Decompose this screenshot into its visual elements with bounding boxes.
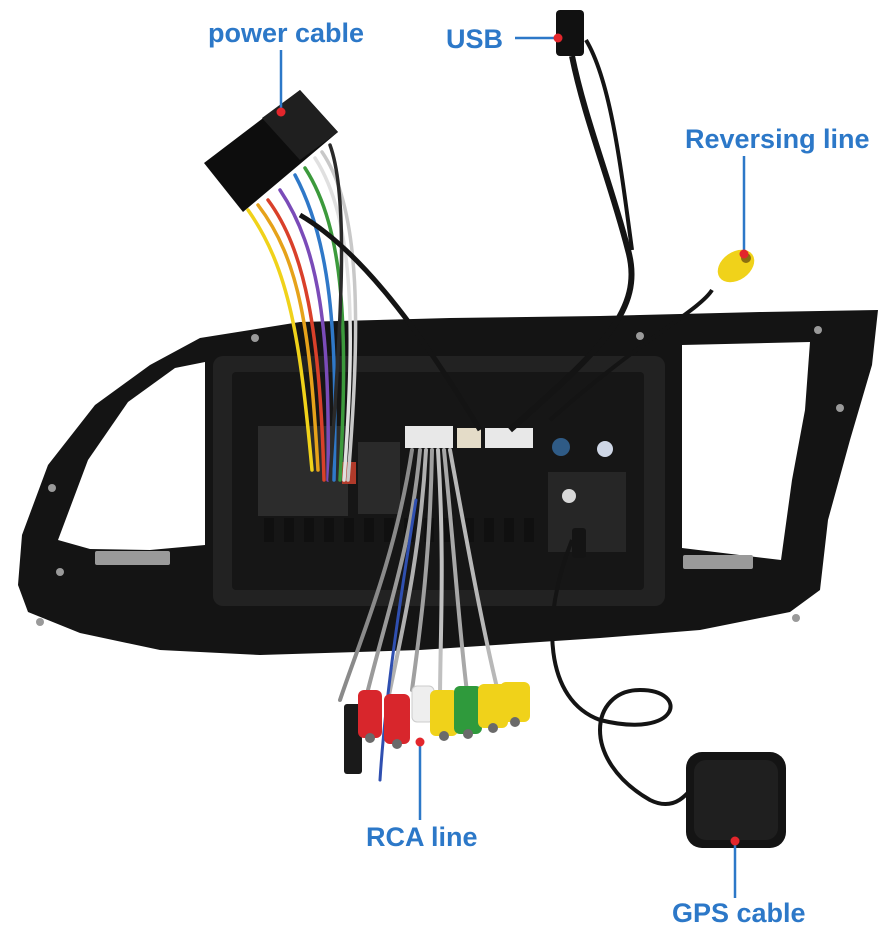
label-reversing-line: Reversing line — [685, 124, 870, 154]
marker-usb — [553, 33, 563, 43]
gps-antenna — [550, 528, 786, 848]
rca-plugs — [344, 682, 530, 774]
callout-leader-lines — [279, 36, 746, 898]
harness-signal-cable — [298, 212, 483, 432]
label-usb: USB — [446, 24, 504, 54]
rca-cable-bundle — [338, 448, 502, 782]
label-gps-cable: GPS cable — [672, 898, 806, 928]
power-harness-wires — [246, 143, 358, 482]
marker-rca-line — [415, 737, 425, 747]
marker-gps-cable — [730, 836, 740, 846]
label-rca-line: RCA line — [366, 822, 478, 852]
label-power-cable: power cable — [208, 18, 365, 48]
usb-cable — [508, 10, 635, 433]
callout-marker-dots — [276, 33, 749, 846]
marker-reversing-line — [739, 249, 749, 259]
marker-power-cable — [276, 107, 286, 117]
